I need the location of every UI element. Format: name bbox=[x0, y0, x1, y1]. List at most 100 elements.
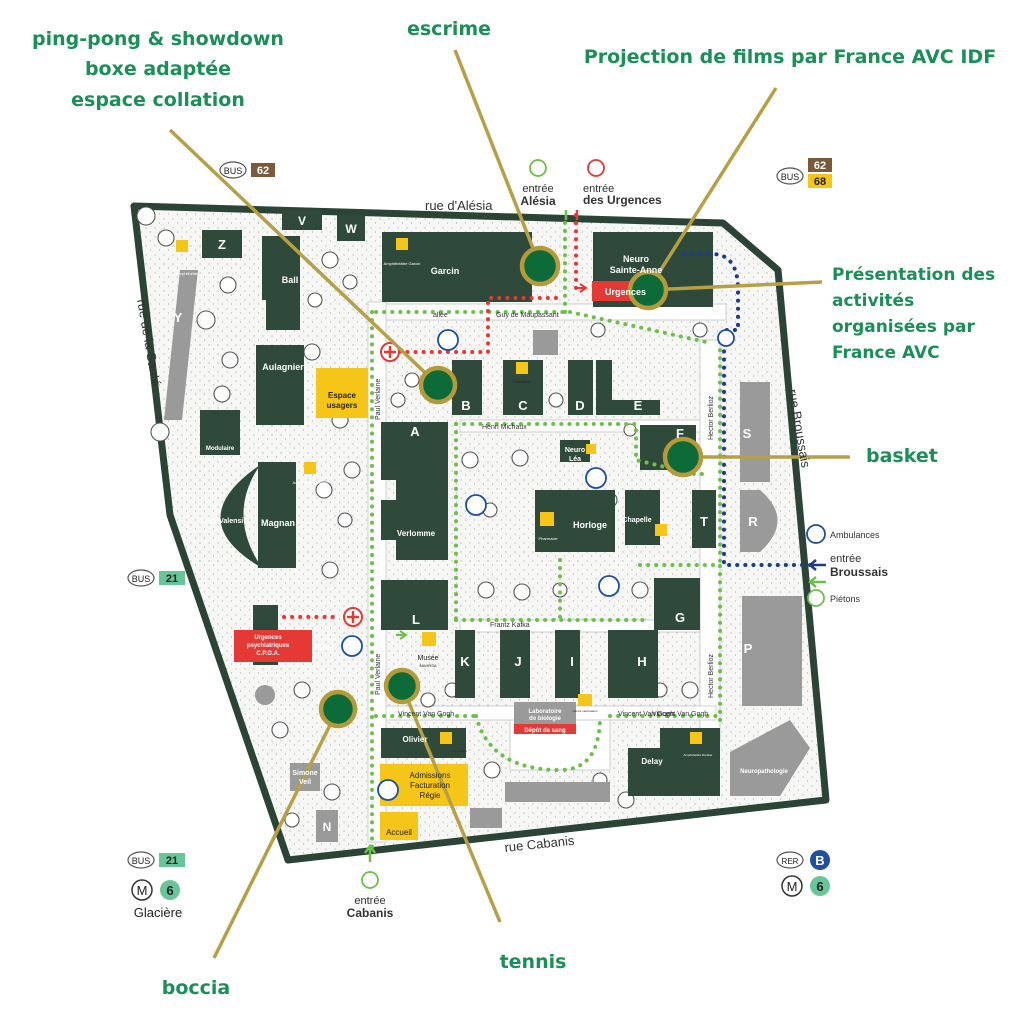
building-g bbox=[654, 578, 700, 630]
label-t: T bbox=[700, 514, 708, 529]
building-i bbox=[555, 630, 580, 698]
building-e bbox=[596, 360, 660, 415]
entry-cabanis-word: entrée bbox=[354, 895, 385, 907]
activity-presentation-line1: Présentation des bbox=[832, 265, 995, 285]
label-urg-psy-2: psychiatriques bbox=[247, 643, 290, 649]
street-van-gogh-mid: Vincent Van Gogh bbox=[652, 711, 708, 718]
label-a: A bbox=[410, 424, 420, 439]
activity-pointer-lines bbox=[168, 49, 850, 959]
building-aulagnier bbox=[256, 345, 304, 425]
building-p bbox=[742, 596, 802, 706]
label-n: N bbox=[323, 820, 332, 834]
activity-pingpong-line3: espace collation bbox=[71, 89, 245, 111]
marker-boccia bbox=[318, 689, 358, 729]
label-l: L bbox=[412, 612, 420, 627]
marker-pingpong bbox=[418, 365, 458, 405]
entry-labels: entrée Alésia entrée des Urgences entrée… bbox=[347, 159, 888, 920]
label-ball: Ball bbox=[282, 275, 299, 285]
label-p: P bbox=[744, 641, 753, 656]
rer-b-label: B bbox=[815, 853, 824, 868]
metro-6-label-right: 6 bbox=[816, 879, 823, 894]
building-h bbox=[608, 630, 658, 698]
label-r: R bbox=[748, 514, 758, 529]
entry-alesia-name: Alésia bbox=[520, 194, 556, 208]
entry-urgences-word: entrée bbox=[583, 183, 614, 195]
buildings-grey bbox=[164, 270, 810, 842]
activity-basket: basket bbox=[866, 445, 938, 467]
bus-label-4: BUS bbox=[132, 856, 151, 866]
bus-label-1: BUS bbox=[224, 166, 243, 176]
depot-de-sang bbox=[514, 724, 576, 734]
street-paul-verlaine-top: Paul Verlaine bbox=[375, 379, 382, 420]
marker-projection bbox=[627, 269, 669, 311]
label-admissions-2: Facturation bbox=[410, 781, 450, 790]
label-b: B bbox=[461, 398, 470, 413]
building-delay bbox=[628, 728, 720, 796]
label-e: E bbox=[634, 398, 643, 413]
building-modulaire bbox=[200, 410, 240, 455]
label-accueil: Accueil bbox=[386, 828, 412, 837]
building-l bbox=[381, 580, 448, 630]
activity-presentation-line3: organisées par bbox=[832, 317, 975, 337]
bus-62-label-right: 62 bbox=[814, 160, 826, 172]
building-n bbox=[316, 810, 338, 842]
label-j: J bbox=[514, 654, 521, 669]
building-v bbox=[282, 210, 322, 230]
metro-label-1: M bbox=[137, 883, 148, 898]
label-simone-2: Veil bbox=[299, 779, 311, 786]
street-paul-verlaine-bottom: Paul Verlaine bbox=[375, 654, 382, 695]
label-grand-amphi: Grand Amphithéâtre bbox=[164, 271, 201, 276]
entrance-arrows bbox=[363, 210, 826, 862]
entry-urgences-name: des Urgences bbox=[583, 193, 662, 207]
building-levy-valensi bbox=[220, 465, 262, 568]
building-z bbox=[202, 230, 242, 258]
pedestrian-icon bbox=[529, 159, 547, 177]
label-amphi-garcin: Amphithéâtre Garcin bbox=[384, 261, 421, 266]
bus-62-label: 62 bbox=[257, 165, 269, 177]
street-hector-berlioz-top: Hector Berlioz bbox=[708, 396, 715, 440]
label-espace-usagers-1: Espace bbox=[328, 391, 357, 400]
label-urg-psy-1: Urgences bbox=[254, 635, 282, 641]
bike-parking-markers bbox=[341, 329, 826, 801]
activity-presentation-line4: France AVC bbox=[832, 343, 940, 363]
label-c: C bbox=[518, 398, 528, 413]
label-urg-psy-3: C.P.O.A. bbox=[256, 651, 280, 657]
activity-labels: ping-pong & showdown boxe adaptée espace… bbox=[32, 18, 996, 999]
trees bbox=[136, 206, 708, 828]
label-g: G bbox=[675, 610, 685, 625]
building-d bbox=[568, 360, 593, 415]
bus-label-3: BUS bbox=[132, 574, 151, 584]
building-w bbox=[337, 215, 365, 241]
label-f: F bbox=[676, 426, 684, 441]
marker-basket bbox=[662, 436, 704, 478]
metro-6-label: 6 bbox=[166, 883, 173, 898]
entry-broussais-name: Broussais bbox=[830, 565, 888, 579]
label-espace-usagers-2: usagers bbox=[327, 401, 358, 410]
label-neuro-lea-1: Neuro bbox=[565, 447, 585, 454]
buildings-red bbox=[234, 281, 640, 734]
pedestrian-icon bbox=[361, 871, 379, 889]
street-alesia: rue d'Alésia bbox=[425, 198, 493, 213]
street-cabanis: rue Cabanis bbox=[504, 833, 576, 855]
street-van-gogh-right: Vincent Van Gogh bbox=[618, 711, 674, 718]
label-d: D bbox=[575, 398, 584, 413]
entry-alesia-word: entrée bbox=[522, 183, 553, 195]
label-depot-sang: Dépôt de sang bbox=[524, 728, 566, 734]
building-laboratoire bbox=[514, 702, 576, 726]
campus-outline bbox=[130, 202, 830, 864]
label-levy-valensi: Levy-Valensi bbox=[201, 518, 243, 525]
marker-escrime bbox=[519, 245, 561, 287]
label-centre-vaccination: Centre vaccination bbox=[573, 709, 598, 713]
label-y: Y bbox=[174, 310, 183, 325]
bus-label-2: BUS bbox=[781, 172, 800, 182]
label-w: W bbox=[345, 222, 357, 236]
label-neuro-sa-1: Neuro bbox=[623, 254, 650, 264]
pedestrian-icon bbox=[807, 589, 825, 607]
walking-paths bbox=[370, 213, 722, 852]
label-magnan: Magnan bbox=[261, 518, 295, 528]
transport-badges: BUS 62 BUS 62 68 BUS 21 BUS 21 M 6 Glaci… bbox=[127, 158, 832, 920]
building-chapelle bbox=[625, 490, 660, 545]
street-van-gogh-left: Vincent Van Gogh bbox=[398, 711, 454, 718]
label-amphi-deniker: Amphithéâtre Deniker bbox=[683, 753, 712, 757]
